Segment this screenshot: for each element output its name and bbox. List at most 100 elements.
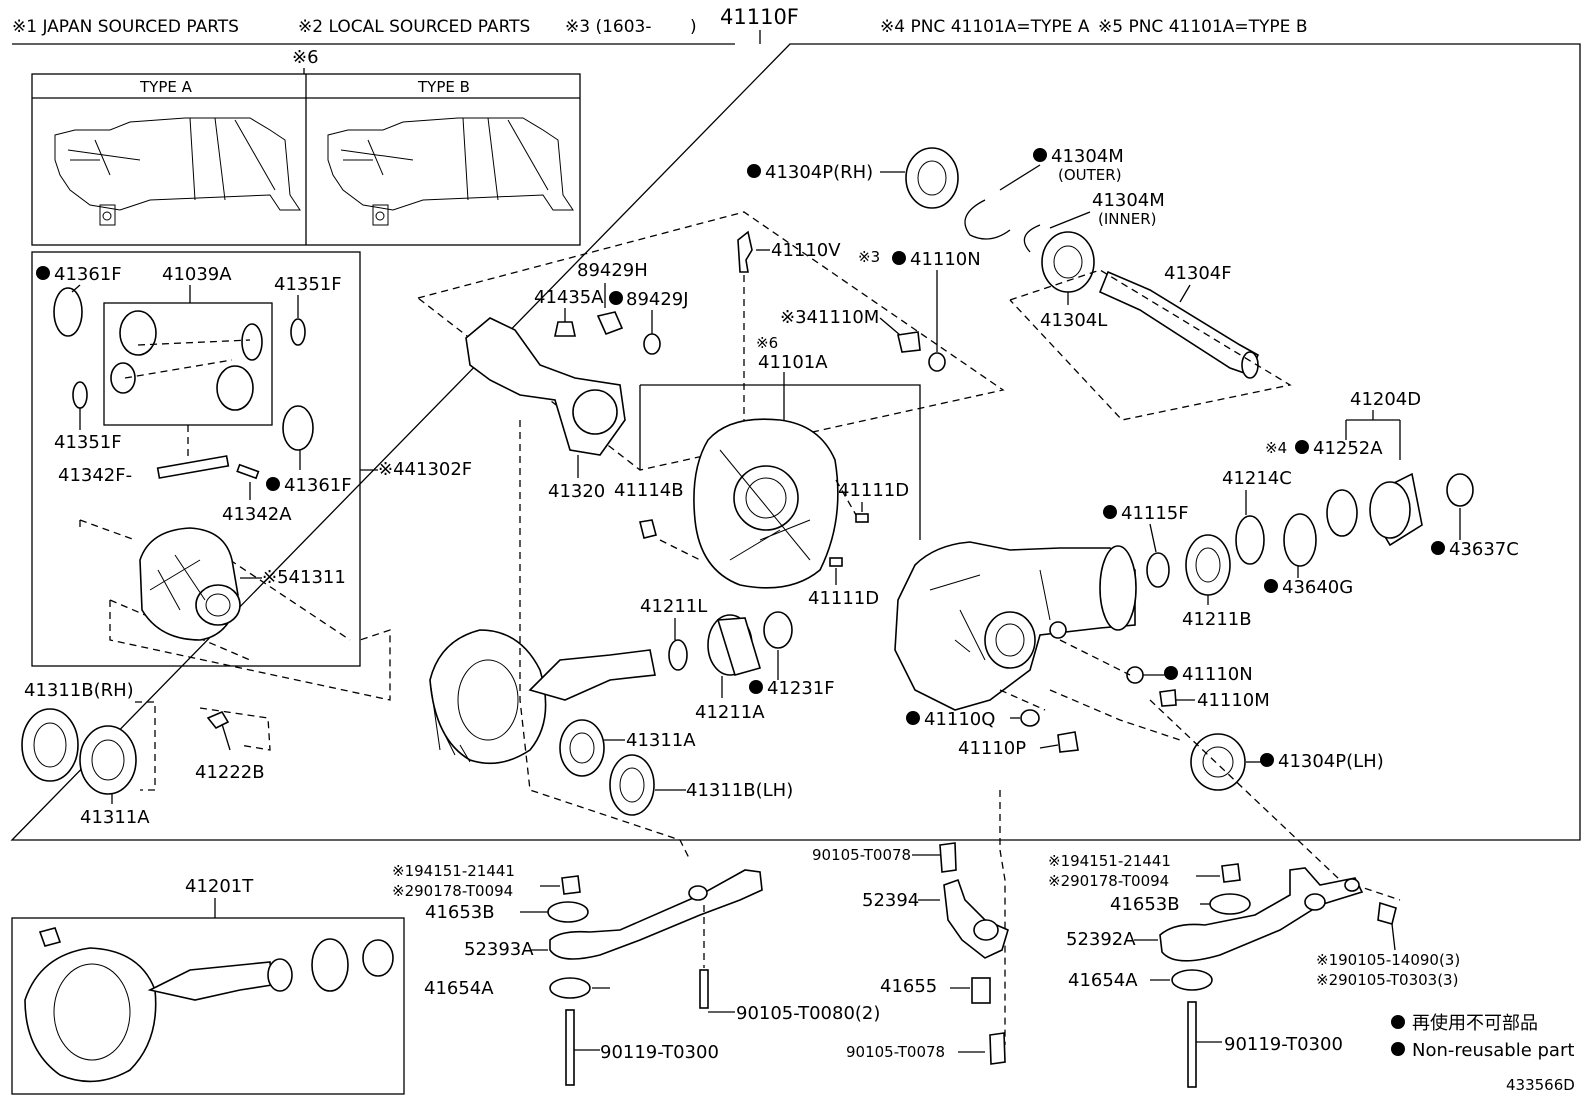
label-41252A-mark: ※4 <box>1265 439 1287 457</box>
plug-41110P <box>1057 731 1079 753</box>
bearing-race-41311B-LH <box>609 754 655 816</box>
label-l-41654A: 41654A <box>424 978 494 999</box>
label-41342A: 41342A <box>222 504 292 525</box>
pinion-shaft-41342F <box>156 455 230 479</box>
bolt-90105-T0078-top <box>939 842 957 873</box>
label-r-190105: ※190105-14090(3) <box>1316 951 1460 969</box>
bolt-kit <box>38 927 62 947</box>
label-41110N-top: 41110N <box>910 249 981 270</box>
bolt-90119-T0300-right <box>1187 1001 1197 1088</box>
label-41252A: 41252A <box>1313 438 1383 459</box>
axle-shaft-41304F <box>1098 270 1260 377</box>
label-c-90105-T0078-bottom: 90105-T0078 <box>846 1043 945 1061</box>
label-41101A: 41101A <box>758 352 828 373</box>
main-assembly-frame <box>10 43 1581 841</box>
label-r-52392A: 52392A <box>1066 929 1136 950</box>
note-type-a: ※4 PNC 41101A=TYPE A <box>880 17 1090 37</box>
label-41111D-bottom: 41111D <box>808 588 879 609</box>
legend-non-reusable-jp: 再使用不可部品 <box>1412 1013 1538 1034</box>
breather-41435A <box>554 321 576 337</box>
note-local-sourced: ※2 LOCAL SOURCED PARTS <box>298 17 530 37</box>
label-41110N-bottom: 41110N <box>1182 664 1253 685</box>
label-41114B: 41114B <box>614 480 684 501</box>
inset-mark: ※6 <box>292 47 319 68</box>
label-41304M-inner: 41304M <box>1092 190 1165 211</box>
label-c-52394: 52394 <box>862 890 919 911</box>
type-a-housing-sketch <box>54 117 301 226</box>
axle-housing-41320 <box>465 317 626 456</box>
drive-pinion <box>528 649 656 701</box>
label-41211A: 41211A <box>695 702 765 723</box>
label-l-194151: ※194151-21441 <box>392 862 515 880</box>
label-41311B-LH: 41311B(LH) <box>686 780 793 801</box>
breather-plug-41110V <box>737 230 753 273</box>
differential-subassembly-box <box>31 251 361 667</box>
side-gear <box>119 310 157 356</box>
label-41201T: 41201T <box>185 876 254 897</box>
note-date-range-close: ) <box>690 17 697 37</box>
label-inner: (INNER) <box>1098 210 1156 228</box>
spacer-kit <box>267 958 293 992</box>
non-reusable-dot <box>36 266 50 280</box>
label-41304F: 41304F <box>1164 263 1232 284</box>
nut-90178-right <box>1221 863 1241 883</box>
label-41110V: 41110V <box>771 240 841 261</box>
collapsible-spacer-41231F <box>763 611 793 649</box>
spacer-41115F <box>1146 552 1170 588</box>
pin-41342A <box>236 463 260 480</box>
type-a-label: TYPE A <box>139 78 193 96</box>
label-41304L: 41304L <box>1040 310 1107 331</box>
label-41304P-LH: 41304P(LH) <box>1278 751 1384 772</box>
spacer-41211L <box>668 639 688 671</box>
bracket-52392A <box>1159 867 1364 962</box>
label-89429H: 89429H <box>577 260 648 281</box>
label-41101A-mark: ※6 <box>756 334 778 352</box>
oil-seal-41304P-LH <box>1190 733 1246 791</box>
bearing-41304L <box>1041 231 1095 293</box>
pinion-gear-upper <box>241 323 263 361</box>
bearing-41311A-center <box>559 719 605 777</box>
label-r-90119-T0300: 90119-T0300 <box>1224 1034 1343 1055</box>
bracket-52393A <box>549 869 763 960</box>
bolt-90105-T0080 <box>699 969 709 1009</box>
ring-gear-kit <box>24 947 157 1083</box>
gasket-89429J <box>643 333 661 355</box>
bearing-race-41311B-RH <box>21 708 79 782</box>
nut-43637C <box>1446 473 1474 507</box>
type-b-label: TYPE B <box>417 78 470 96</box>
legend-dot-jp <box>1391 1015 1405 1029</box>
sensor-89429H <box>596 311 624 336</box>
main-part-number: 41110F <box>720 5 799 29</box>
plug-41110M-top <box>897 331 921 353</box>
bearing-41211B <box>1185 534 1231 596</box>
label-r-290105: ※290105-T0303(3) <box>1316 971 1458 989</box>
label-41311A-center: 41311A <box>626 730 696 751</box>
bolt-41222B <box>206 710 230 730</box>
label-89429J: 89429J <box>626 289 689 310</box>
label-r-194151: ※194151-21441 <box>1048 852 1171 870</box>
label-41110P: 41110P <box>958 738 1026 759</box>
cushion-41654A-right <box>1171 969 1213 991</box>
bolt-90105-T0303 <box>1377 901 1397 925</box>
legend-non-reusable-en: Non-reusable part <box>1412 1040 1574 1061</box>
label-41211L: 41211L <box>640 596 707 617</box>
label-41039A: 41039A <box>162 264 232 285</box>
label-l-90105-T0080: 90105-T0080(2) <box>736 1003 880 1024</box>
thrust-washer-41351F-right <box>290 318 306 346</box>
label-41361F-bottom: 41361F <box>284 475 352 496</box>
bearing-41311A-left <box>79 725 137 795</box>
type-b-housing-sketch <box>327 117 574 226</box>
bolt-41114B <box>639 519 657 539</box>
label-41211B: 41211B <box>1182 609 1252 630</box>
oil-seal-41252A <box>1326 489 1358 537</box>
nut-90178 <box>561 875 581 895</box>
label-41342F: 41342F- <box>58 465 132 486</box>
snap-ring-41304M-outer <box>964 199 1011 240</box>
snap-ring-41304M-inner <box>1023 224 1041 253</box>
label-41231F: 41231F <box>767 678 835 699</box>
thrust-washer-41361F-right <box>282 405 314 451</box>
label-41435A: 41435A <box>534 287 604 308</box>
label-41304M-outer: 41304M <box>1051 146 1124 167</box>
label-41111D-top: 41111D <box>838 480 909 501</box>
